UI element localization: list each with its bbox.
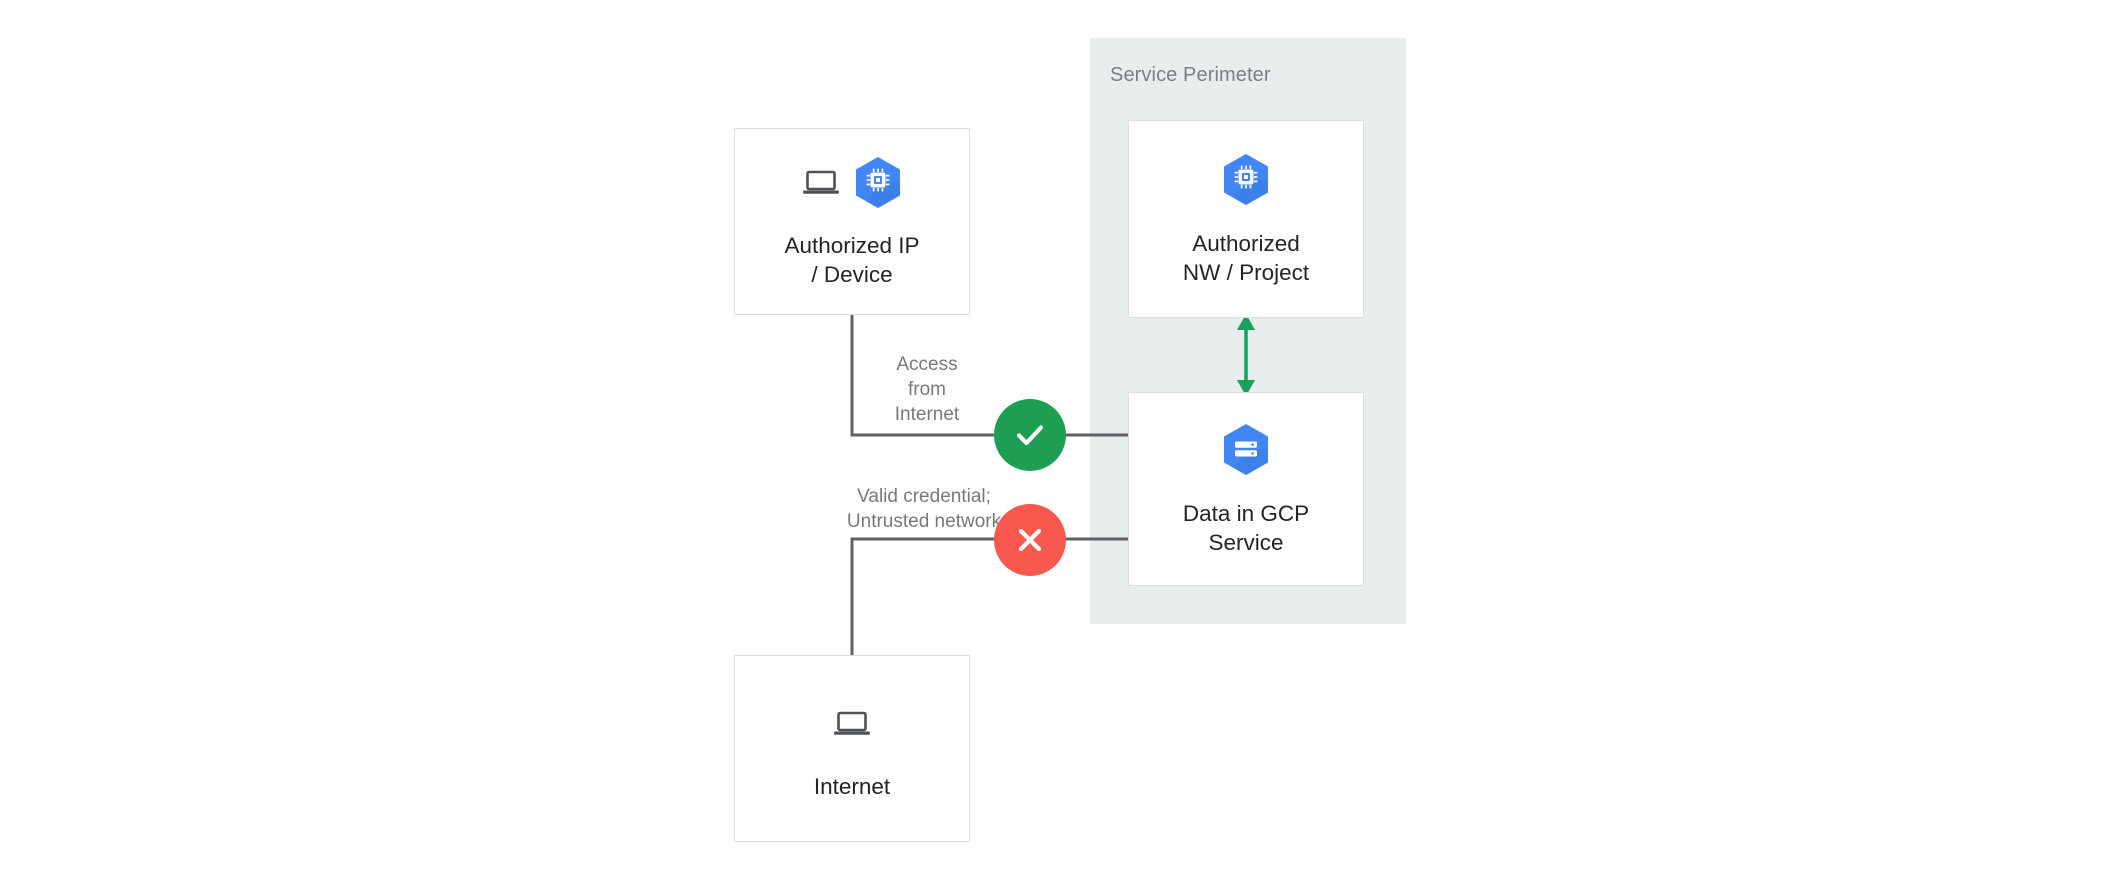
node-icon-group bbox=[833, 696, 871, 752]
gcp-compute-hexagon-icon bbox=[1224, 153, 1268, 205]
service-perimeter-label: Service Perimeter bbox=[1110, 64, 1271, 86]
gcp-storage-hexagon-icon bbox=[1224, 423, 1268, 475]
node-label: Data in GCP Service bbox=[1182, 501, 1310, 555]
node-label: Authorized IP / Device bbox=[784, 232, 920, 287]
laptop-icon bbox=[803, 170, 839, 194]
gcp-compute-hexagon-icon bbox=[856, 157, 900, 208]
node-data-in-gcp-service[interactable]: Data in GCP Service bbox=[1128, 392, 1364, 586]
node-icon-group bbox=[1222, 421, 1270, 477]
node-label: Authorized NW / Project bbox=[1182, 231, 1310, 285]
node-label: Internet bbox=[813, 774, 891, 799]
status-badge-allowed[interactable] bbox=[994, 399, 1066, 471]
edge-label-access-from-internet: Access from Internet bbox=[894, 354, 960, 425]
laptop-icon bbox=[834, 711, 870, 735]
check-icon bbox=[1016, 425, 1044, 446]
node-internet[interactable]: Internet bbox=[734, 655, 970, 842]
wire-denied-access bbox=[850, 537, 1128, 655]
status-badge-denied[interactable] bbox=[994, 504, 1066, 576]
close-icon bbox=[1018, 528, 1042, 552]
node-authorized-ip-device[interactable]: Authorized IP / Device bbox=[734, 128, 970, 315]
edge-label-valid-credential-untrusted-network: Valid credential; Untrusted network bbox=[846, 486, 1002, 532]
node-authorized-nw-project[interactable]: Authorized NW / Project bbox=[1128, 120, 1364, 318]
node-icon-group bbox=[802, 155, 902, 211]
node-icon-group bbox=[1222, 151, 1270, 207]
